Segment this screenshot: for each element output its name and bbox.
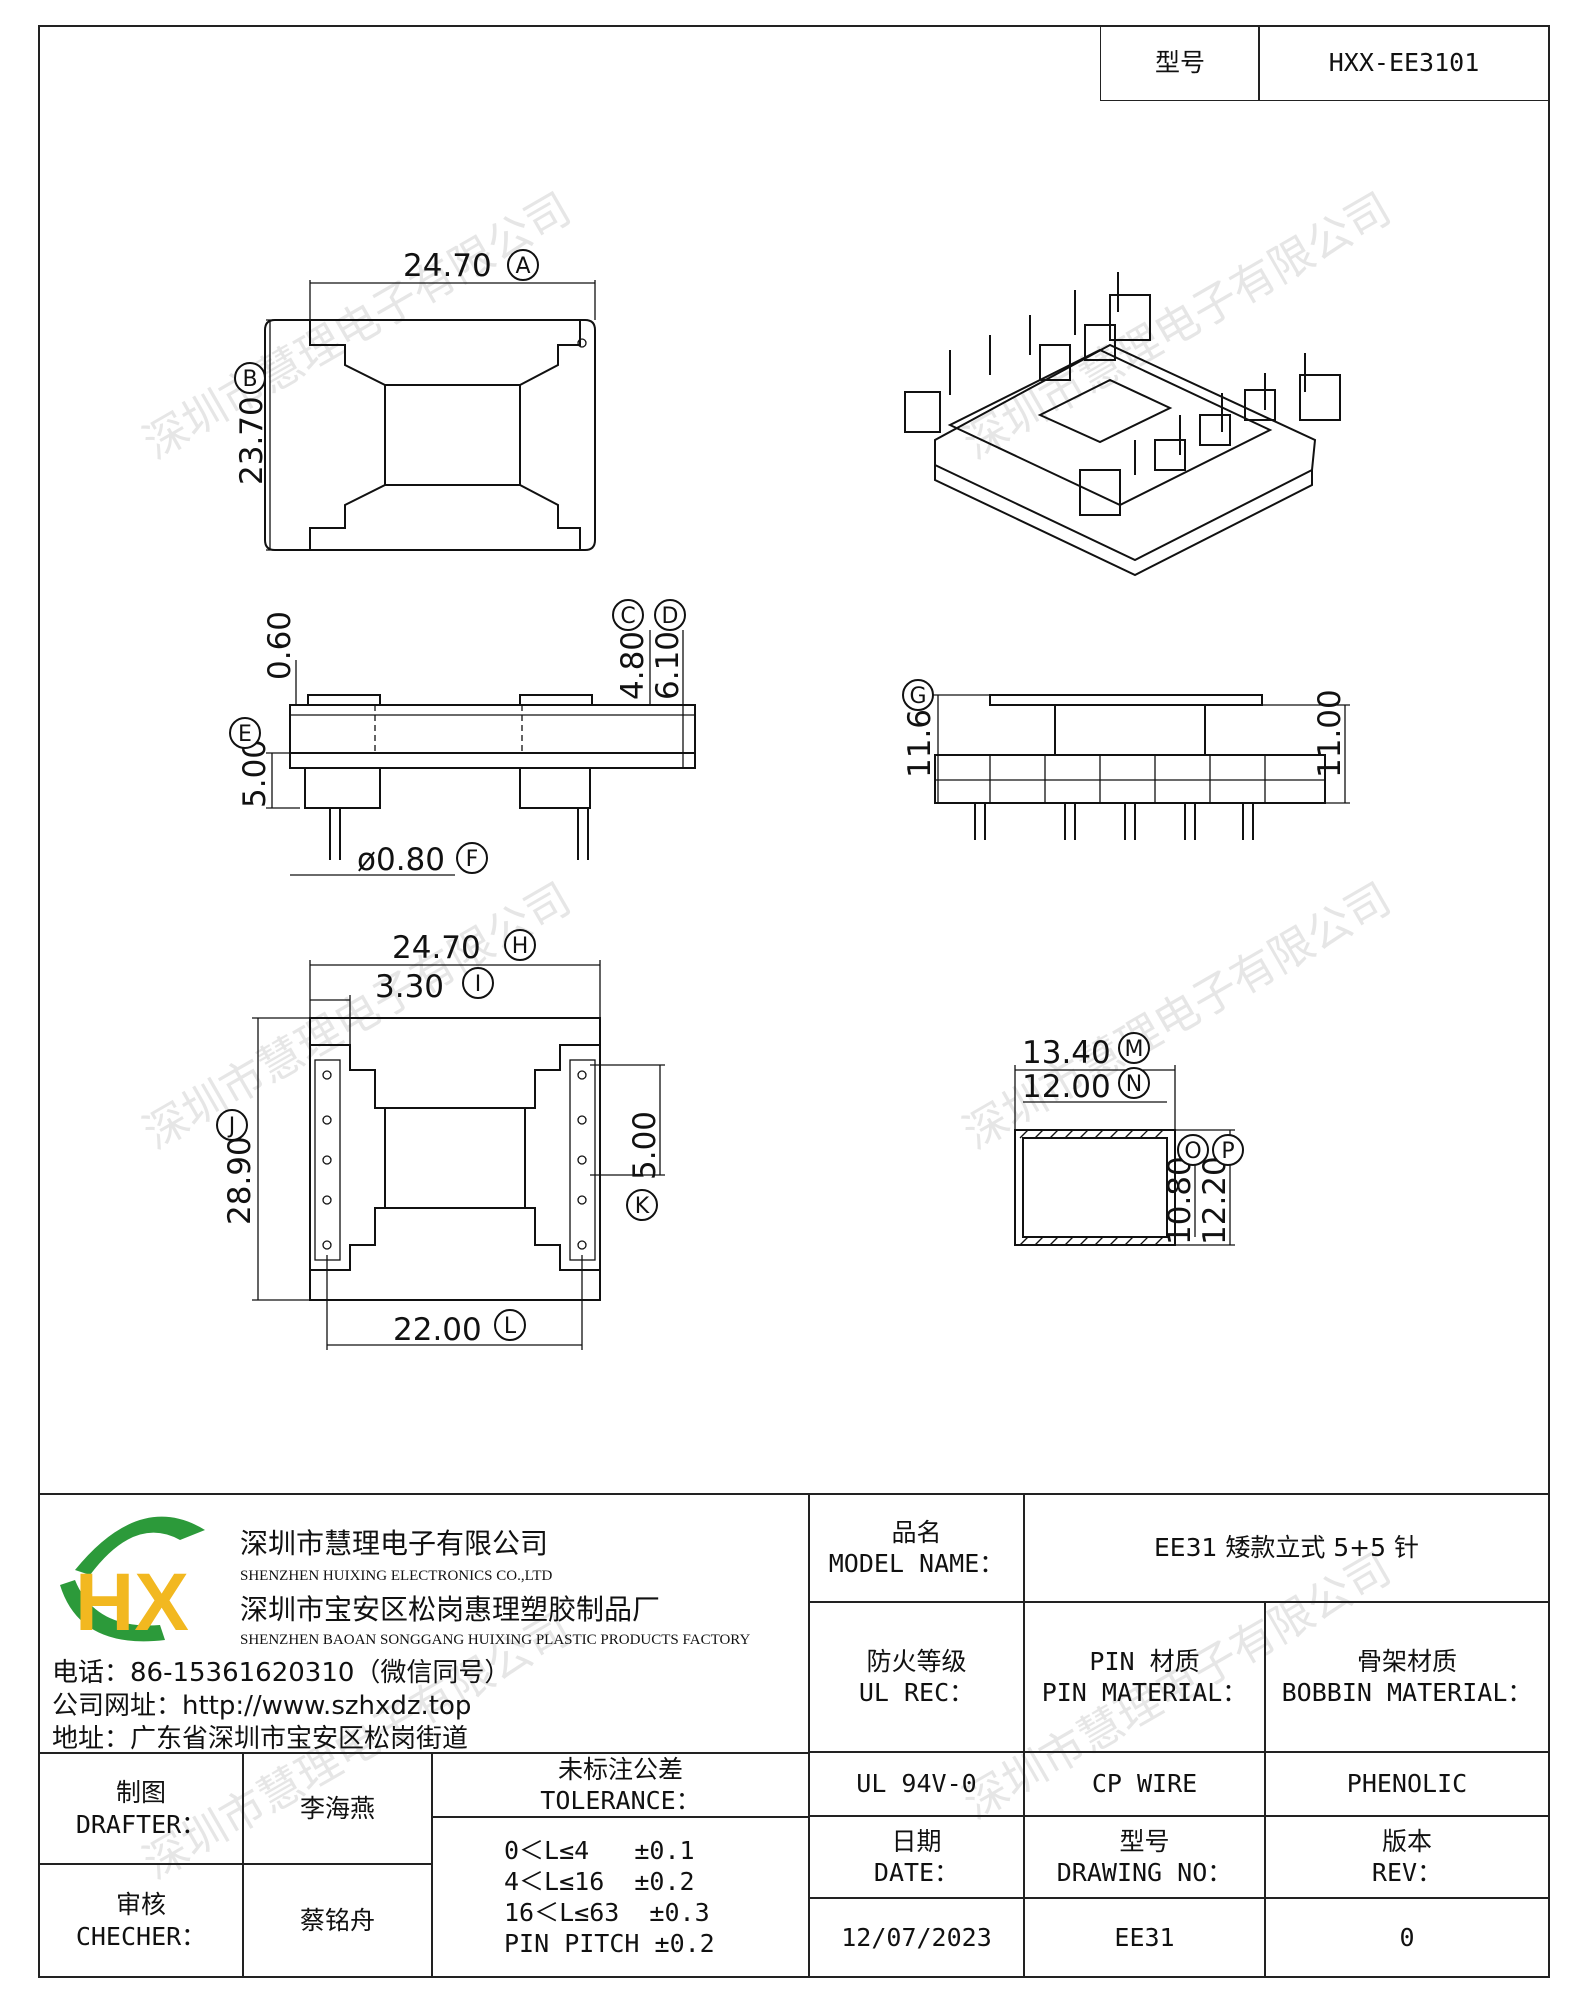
dim-N-letter: N (1126, 1072, 1142, 1097)
dim-K-value: 5.00 (627, 1111, 663, 1180)
dim-L-value: 22.00 (393, 1312, 482, 1348)
title-block-top-border (38, 1493, 1550, 1495)
dim-D-value: 6.10 (650, 631, 686, 700)
dim-F-value: ø0.80 (357, 842, 445, 878)
logo-text: HX (75, 1557, 189, 1648)
model-header-label: 型号 (1100, 25, 1260, 101)
factory-name-cn: 深圳市宝安区松岗惠理塑胶制品厂 (240, 1593, 661, 1626)
drafter-name: 李海燕 (242, 1752, 433, 1865)
dim-N-value: 12.00 (1022, 1069, 1111, 1105)
dim-A-letter: A (515, 254, 530, 279)
dim-B-letter: B (242, 367, 257, 392)
dim-M-letter: M (1125, 1037, 1144, 1062)
company-logo: HX (60, 1516, 205, 1648)
company-website: 公司网址：http://www.szhxdz.top (52, 1691, 472, 1721)
pin-material-value: CP WIRE (1023, 1751, 1266, 1817)
model-header-value: HXX-EE3101 (1258, 25, 1550, 101)
dim-E-marker (229, 717, 261, 749)
checker-name: 蔡铭舟 (242, 1863, 433, 1978)
dim-E-letter: E (238, 722, 252, 747)
dim-N-marker (1118, 1067, 1150, 1099)
factory-name-en: SHENZHEN BAOAN SONGGANG HUIXING PLASTIC … (240, 1632, 751, 1648)
dim-D-marker (654, 599, 686, 631)
company-name-cn: 深圳市慧理电子有限公司 (240, 1527, 549, 1560)
isometric-view (904, 272, 1341, 577)
bobbin-material-value: PHENOLIC (1264, 1751, 1550, 1817)
dim-J-letter: J (227, 1114, 236, 1139)
dim-top-gap-value: 0.60 (262, 611, 298, 680)
dim-G-marker (902, 679, 934, 711)
dim-side-height-value: 11.00 (1312, 689, 1348, 778)
dim-L-marker (494, 1309, 526, 1341)
drawing-no-value: EE31 (1023, 1897, 1266, 1978)
dim-P-value: 12.20 (1197, 1156, 1233, 1245)
watermark-text: 深圳市慧理电子有限公司 (955, 183, 1400, 469)
company-address: 地址：广东省深圳市宝安区松岗街道 (52, 1724, 469, 1754)
dim-C-marker (612, 599, 644, 631)
dim-E-value: 5.00 (237, 739, 273, 808)
dim-J-marker (216, 1109, 248, 1141)
dim-B-marker (234, 362, 266, 394)
dim-K-letter: K (635, 1194, 650, 1219)
dim-I-value: 3.30 (375, 969, 444, 1005)
tolerance-table: 0＜L≤4 ±0.1 4＜L≤16 ±0.2 16＜L≤63 ±0.3 PIN … (431, 1816, 810, 1978)
watermark-text: 深圳市慧理电子有限公司 (955, 873, 1400, 1159)
dim-M-marker (1118, 1032, 1150, 1064)
cross-section-view: 13.40 M 12.00 N 10.80 12.20 O P (1014, 1032, 1244, 1246)
dim-F-marker (456, 842, 488, 874)
watermark-text: 深圳市慧理电子有限公司 (135, 873, 580, 1159)
dim-P-letter: P (1221, 1139, 1234, 1164)
company-phone: 电话：86-15361620310（微信同号） (52, 1658, 511, 1688)
front-elevation: 0.60 4.80 6.10 C D 5.00 E ø0.80 F (229, 599, 696, 878)
dim-A-marker (507, 249, 539, 281)
bottom-view: 24.70 H 3.30 I 28.90 J 5.00 K 22.00 L (216, 929, 665, 1350)
dim-B-value: 23.70 (234, 396, 270, 485)
ul-rating-value: UL 94V-0 (808, 1751, 1025, 1817)
dim-G-letter: G (909, 684, 926, 709)
dim-P-marker (1212, 1134, 1244, 1166)
dim-O-marker (1177, 1134, 1209, 1166)
dim-K-marker (626, 1189, 658, 1221)
dim-H-marker (504, 929, 536, 961)
dim-J-value: 28.90 (222, 1136, 258, 1225)
dim-O-letter: O (1184, 1139, 1201, 1164)
dim-I-marker (462, 967, 494, 999)
dim-O-value: 10.80 (1162, 1156, 1198, 1245)
side-elevation: 11.60 G 11.00 (902, 679, 1350, 840)
top-view: 24.70 A 23.70 B (234, 248, 596, 551)
tolerance-line: 0＜L≤4 ±0.1 (504, 1835, 695, 1865)
date-value: 12/07/2023 (808, 1897, 1025, 1978)
company-name-en: SHENZHEN HUIXING ELECTRONICS CO.,LTD (240, 1568, 553, 1584)
revision-value: 0 (1264, 1897, 1550, 1978)
dim-H-letter: H (512, 934, 529, 959)
dim-L-letter: L (504, 1314, 517, 1339)
dim-A-value: 24.70 (403, 248, 492, 284)
dim-M-value: 13.40 (1022, 1035, 1111, 1071)
watermark-text: 深圳市慧理电子有限公司 (135, 183, 580, 469)
dim-C-letter: C (620, 604, 635, 629)
dim-I-letter: I (475, 972, 482, 997)
tolerance-line: 16＜L≤63 ±0.3 (504, 1898, 710, 1927)
dim-H-value: 24.70 (392, 930, 481, 966)
model-name-value: EE31 矮款立式 5+5 针 (1023, 1493, 1550, 1603)
dim-F-letter: F (466, 847, 479, 872)
dim-C-value: 4.80 (615, 631, 651, 700)
tolerance-line: 4＜L≤16 ±0.2 (504, 1866, 695, 1896)
tolerance-line: PIN PITCH ±0.2 (504, 1929, 715, 1959)
dim-D-letter: D (662, 604, 679, 629)
